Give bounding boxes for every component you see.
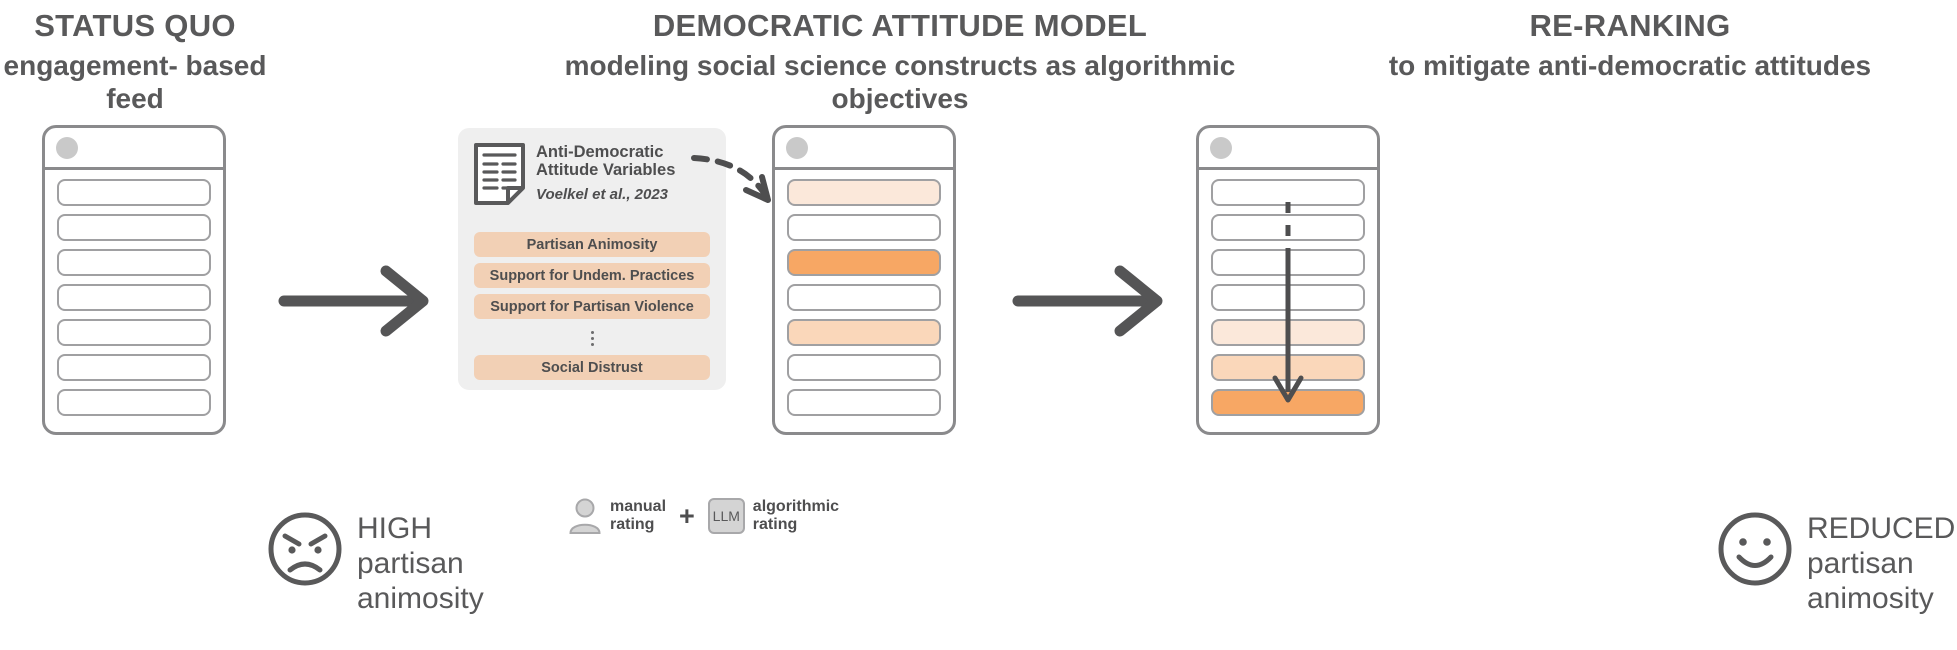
feed-row [787,389,941,416]
feed-row-list [775,170,953,425]
feed-header-bar [775,128,953,170]
feed-row-list [45,170,223,425]
avatar [56,136,78,159]
variable-pill: Support for Undem. Practices [474,263,710,288]
flow-arrow-right-1 [278,265,429,337]
legend-algorithmic-rating: LLM algorithmic rating [707,498,840,534]
dashed-curve-arrow-icon [691,155,771,203]
feed-card-status-quo [42,125,226,435]
paper-text-block: Anti-Democratic Attitude Variables Voelk… [536,141,675,203]
feed-header-bar [1199,128,1377,170]
feed-row [57,389,211,416]
feed-row [57,214,211,241]
column-header-status-quo: STATUS QUO engagement- based feed [0,8,270,115]
feed-header-bar [45,128,223,170]
reranking-kicker: RE-RANKING [1529,8,1731,43]
algorithmic-rating-label: algorithmic rating [752,498,840,533]
person-icon [569,498,601,534]
feed-row [787,179,941,206]
legend-manual-rating: manual rating [568,498,666,534]
smiley-face-icon [1718,512,1792,586]
feed-row [57,249,211,276]
vertical-ellipsis-icon [474,325,710,351]
feed-row [787,319,941,346]
outcome-caption-left: HIGH partisan animosity [357,512,484,615]
rating-legend: manual rating + LLM algorithmic rating [568,498,839,534]
demotion-down-arrow-icon [1272,202,1304,403]
paper-citation: Voelkel et al., 2023 [536,185,669,203]
paper-title: Anti-Democratic Attitude Variables [536,143,676,180]
variable-pill: Social Distrust [474,355,710,380]
outcome-caption-right: REDUCED partisan animosity [1807,512,1956,615]
feed-row [57,284,211,311]
angry-face-icon [268,512,342,586]
document-icon [474,143,525,205]
feed-row [57,354,211,381]
feed-card-scored [772,125,956,435]
democratic-attitude-model-panel: Anti-Democratic Attitude Variables Voelk… [458,128,726,390]
outcome-status-quo: HIGH partisan animosity [266,510,484,616]
feed-row [1211,214,1365,241]
variable-pill: Partisan Animosity [474,232,710,257]
attitude-variable-list: Partisan Animosity Support for Undem. Pr… [474,232,710,386]
avatar [1210,136,1232,159]
feed-row [787,284,941,311]
llm-badge: LLM [707,498,745,534]
feed-row [787,354,941,381]
column-header-reranking: RE-RANKING to mitigate anti-democratic a… [1330,8,1930,82]
model-kicker: DEMOCRATIC ATTITUDE MODEL [652,8,1148,43]
status-quo-subtitle: engagement- based feed [3,49,267,114]
paper-reference: Anti-Democratic Attitude Variables Voelk… [472,141,675,207]
column-header-model: DEMOCRATIC ATTITUDE MODEL modeling socia… [540,8,1260,115]
reranking-subtitle: to mitigate anti-democratic attitudes [1388,49,1872,81]
feed-row [57,319,211,346]
feed-row [787,249,941,276]
variable-pill: Support for Partisan Violence [474,294,710,319]
status-quo-kicker: STATUS QUO [34,8,236,43]
model-subtitle: modeling social science constructs as al… [564,49,1236,114]
feed-row [787,214,941,241]
feed-row [57,179,211,206]
avatar [786,136,808,159]
flow-arrow-right-2 [1012,265,1163,337]
plus-icon: + [679,500,695,531]
outcome-reranked: REDUCED partisan animosity [1716,510,1955,616]
manual-rating-label: manual rating [610,498,667,533]
